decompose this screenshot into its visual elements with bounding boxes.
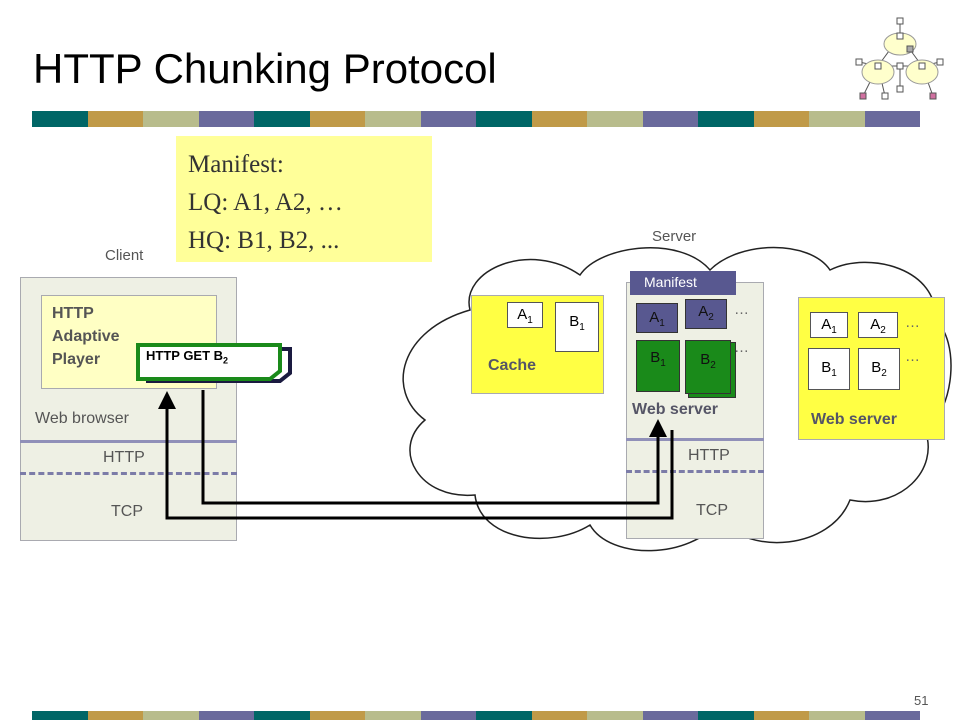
request-message-frame (136, 343, 292, 383)
manifest-file: Manifest (630, 271, 736, 295)
origin-chunk-a2-sub: 2 (708, 312, 714, 323)
cache-chunk-a1: A1 (507, 302, 543, 328)
server-label: Server (652, 228, 697, 245)
ws2-chunk-a1: A1 (810, 312, 848, 338)
origin-chunk-b1-label: B (650, 349, 661, 366)
ws2-chunk-a2-sub: 2 (880, 325, 886, 336)
origin-chunk-b1: B1 (636, 340, 680, 392)
page-number: 51 (914, 693, 929, 708)
cache-chunk-b1: B1 (555, 302, 599, 352)
origin-a-ellipsis: … (734, 301, 749, 318)
request-arrow (201, 390, 667, 505)
request-message-sub: 2 (223, 355, 229, 366)
request-message: HTTP GET B2 (146, 348, 228, 366)
player-line3: Player (52, 351, 101, 368)
web-browser-label: Web browser (35, 410, 129, 427)
cache-chunk-a1-sub: 1 (527, 315, 533, 326)
origin-chunk-b2-sub: 2 (710, 360, 716, 371)
slide-title: HTTP Chunking Protocol (33, 45, 497, 92)
origin-chunk-a1-label: A (649, 309, 660, 326)
ws2-b-ellipsis: … (905, 348, 920, 365)
manifest-note-line3: HQ: B1, B2, ... (188, 227, 340, 254)
network-logo-icon (855, 17, 944, 100)
origin-chunk-b2-label: B (700, 351, 711, 368)
manifest-note-line1: Manifest: (188, 151, 284, 178)
manifest-file-label: Manifest (644, 274, 697, 290)
origin-layer-divider (626, 438, 764, 441)
ws2-chunk-a1-sub: 1 (831, 325, 837, 336)
origin-chunk-b1-sub: 1 (660, 358, 666, 369)
client-tcp-label: TCP (111, 503, 143, 520)
ws2-chunk-a1-label: A (821, 316, 832, 333)
client-http-label: HTTP (103, 449, 145, 466)
origin-chunk-b2: B2 (685, 340, 731, 394)
cache-chunk-b1-sub: 1 (579, 322, 585, 333)
bottom-color-stripe (32, 711, 920, 720)
manifest-note: Manifest: LQ: A1, A2, … HQ: B1, B2, ... (176, 136, 432, 262)
origin-web-server-label: Web server (632, 401, 718, 418)
client-http-tcp-divider (20, 472, 237, 475)
cache-label: Cache (488, 357, 537, 374)
ws2-chunk-a2: A2 (858, 312, 898, 338)
ws2-chunk-b2-sub: 2 (881, 368, 887, 379)
origin-chunk-a1-sub: 1 (659, 318, 665, 329)
origin-tcp-label: TCP (696, 502, 728, 519)
manifest-note-line2: LQ: A1, A2, … (188, 189, 343, 216)
request-message-text: HTTP GET B (146, 348, 224, 363)
origin-http-tcp-divider (626, 470, 764, 473)
origin-chunk-a2-label: A (698, 303, 709, 320)
ws2-chunk-b1-sub: 1 (831, 368, 837, 379)
client-layer-divider (20, 440, 237, 443)
cache-chunk-b1-label: B (569, 313, 580, 330)
client-label: Client (105, 247, 144, 264)
ws2-chunk-b2-label: B (871, 359, 882, 376)
origin-chunk-a2: A2 (685, 299, 727, 329)
origin-http-label: HTTP (688, 447, 730, 464)
cache-chunk-a1-label: A (517, 306, 528, 323)
ws2-web-server-label: Web server (811, 411, 897, 428)
ws2-a-ellipsis: … (905, 314, 920, 331)
ws2-chunk-b1: B1 (808, 348, 850, 390)
ws2-chunk-a2-label: A (870, 316, 881, 333)
top-color-stripe (32, 111, 920, 127)
player-line2: Adaptive (52, 328, 120, 345)
ws2-chunk-b1-label: B (821, 359, 832, 376)
player-line1: HTTP (52, 305, 94, 322)
origin-b-ellipsis: … (734, 339, 749, 356)
response-arrow (158, 391, 674, 520)
origin-chunk-a1: A1 (636, 303, 678, 333)
ws2-chunk-b2: B2 (858, 348, 900, 390)
